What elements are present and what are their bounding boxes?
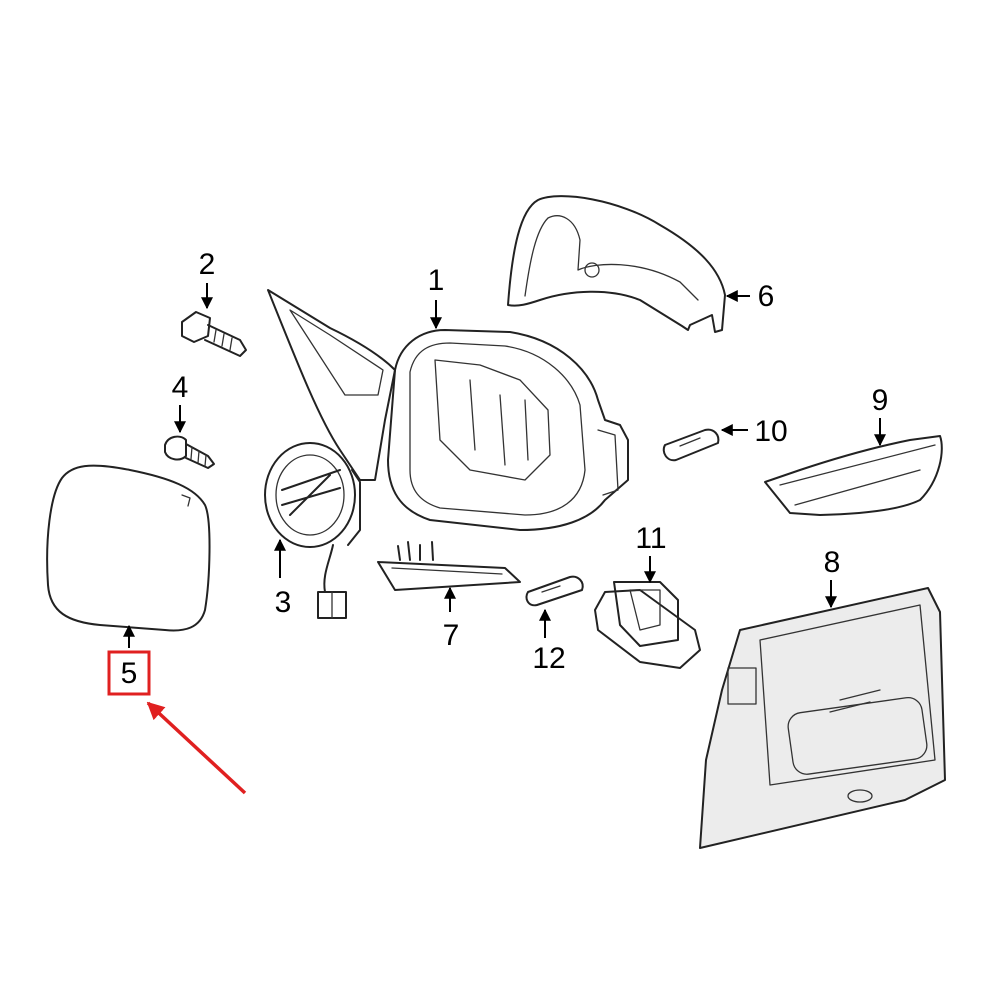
mirror-glass-icon	[46, 464, 211, 632]
puddle-lamp-icon	[594, 581, 701, 669]
highlight-arrow	[146, 701, 247, 795]
callout-number: 4	[172, 371, 189, 404]
bulb-icon	[662, 428, 720, 462]
callout-number: 5	[121, 657, 138, 690]
callout-number: 9	[872, 384, 889, 417]
power-motor-icon	[264, 442, 361, 619]
callout-number: 3	[275, 586, 292, 619]
callout-number: 2	[199, 248, 216, 281]
mirror-cover-icon	[507, 195, 726, 333]
control-module-icon	[699, 587, 946, 849]
turn-signal-lamp-icon	[764, 435, 943, 516]
leader-lines	[123, 283, 886, 648]
callout-number: 7	[443, 619, 460, 652]
callout-number: 11	[635, 522, 666, 555]
callout-number: 8	[824, 546, 841, 579]
bulb-icon	[525, 575, 584, 607]
callout-labels: 1 2 3 4 5 6 7 8 9 10 11 12	[121, 248, 889, 690]
mirror-assembly-icon	[267, 289, 629, 531]
callout-number: 10	[754, 415, 787, 448]
callout-number: 12	[532, 642, 565, 675]
screw-icon	[164, 435, 215, 469]
highlight-box	[107, 650, 151, 696]
bolt-icon	[181, 311, 247, 357]
trim-strip-icon	[377, 541, 521, 591]
callout-number: 6	[758, 280, 775, 313]
callout-number: 1	[428, 264, 445, 297]
